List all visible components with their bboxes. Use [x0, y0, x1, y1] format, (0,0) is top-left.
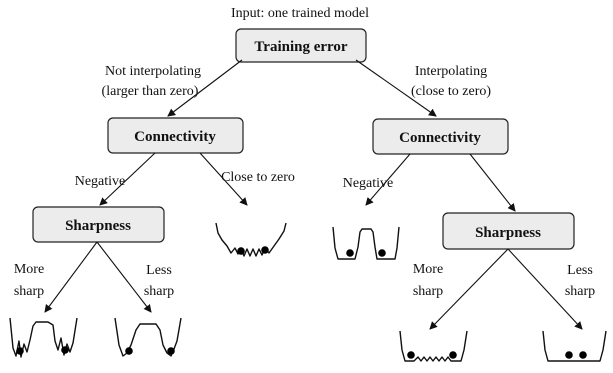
flat-smooth-basin-icon [542, 330, 607, 362]
not-interpolating-label-2: (larger than zero) [102, 84, 199, 99]
flat-wavy-basin-icon [399, 330, 468, 362]
training-error-label: Training error [254, 39, 348, 55]
less-sharp-left-label-2: sharp [144, 284, 174, 299]
connectivity-node-right: Connectivity [372, 118, 509, 155]
diagram-title: Input: one trained model [231, 6, 369, 21]
interpolating-label-1: Interpolating [415, 64, 487, 79]
edge-less-sharp-right [507, 248, 583, 330]
two-separate-basins-icon [332, 226, 400, 260]
negative-right-label: Negative [343, 176, 394, 191]
edge-to-sharpness-right [469, 153, 516, 212]
more-sharp-left-label-1: More [14, 262, 44, 277]
edge-more-sharp-right [429, 248, 509, 330]
less-sharp-right-label-1: Less [567, 263, 593, 278]
edge-negative-left [99, 152, 156, 206]
connectivity-right-label: Connectivity [399, 130, 481, 146]
sharp-basins-icon [114, 317, 182, 357]
edge-negative-right [365, 153, 411, 206]
wide-wavy-basin-icon [215, 222, 287, 257]
less-sharp-left-label-1: Less [146, 263, 172, 278]
negative-left-label: Negative [75, 174, 126, 189]
sharpness-node-left: Sharpness [32, 206, 165, 243]
edge-close-to-zero [199, 152, 248, 206]
not-interpolating-label-1: Not interpolating [105, 64, 201, 79]
more-sharp-right-label-2: sharp [413, 284, 443, 299]
close-to-zero-label: Close to zero [221, 170, 295, 185]
sharpness-left-label: Sharpness [65, 218, 131, 234]
more-sharp-left-label-2: sharp [14, 284, 44, 299]
less-sharp-right-label-2: sharp [565, 284, 595, 299]
sharpness-node-right: Sharpness [442, 212, 575, 250]
training-error-node: Training error [235, 28, 367, 63]
edge-more-sharp-left [44, 241, 98, 313]
edge-less-sharp-left [96, 241, 152, 313]
sharp-jagged-basins-icon [9, 317, 78, 358]
connectivity-node-left: Connectivity [107, 117, 244, 154]
connectivity-left-label: Connectivity [134, 129, 216, 145]
sharpness-right-label: Sharpness [475, 225, 541, 241]
edge-interpolating [355, 59, 437, 117]
edge-not-interpolating [167, 59, 243, 117]
more-sharp-right-label-1: More [413, 262, 443, 277]
interpolating-label-2: (close to zero) [411, 84, 491, 99]
